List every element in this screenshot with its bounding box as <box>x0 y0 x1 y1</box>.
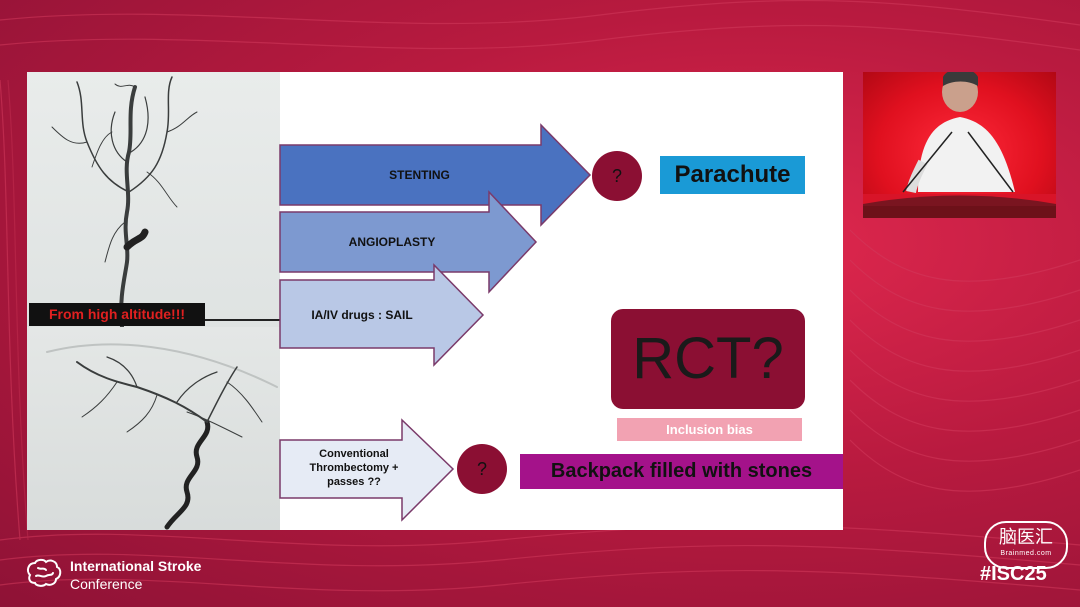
speaker-video <box>863 72 1056 218</box>
conference-subtitle: Conference <box>70 576 143 592</box>
watermark-subtitle: Brainmed.com <box>1000 550 1052 557</box>
watermark-title: 脑医汇 <box>999 527 1053 547</box>
angiogram-image-lateral <box>27 327 280 530</box>
arrow-angioplasty <box>279 190 538 294</box>
backpack-label: Backpack filled with stones <box>520 454 843 489</box>
arrow-thrombectomy <box>279 418 455 522</box>
treatment-arrows <box>279 123 592 522</box>
conference-name: International Stroke <box>70 558 202 574</box>
angiogram-image-frontal <box>27 72 280 329</box>
label-connector-line <box>205 319 280 321</box>
arrow-stenting <box>279 123 592 227</box>
arrow-label-sail: IA/IV drugs : SAIL <box>311 308 413 322</box>
conference-hashtag: #ISC25 <box>980 563 1047 585</box>
parachute-label: Parachute <box>660 156 805 194</box>
arrow-label-thrombectomy: Conventional Thrombectomy + passes ?? <box>309 448 399 488</box>
angiogram-label: From high altitude!!! <box>29 303 205 326</box>
inclusion-bias-label: Inclusion bias <box>617 418 802 441</box>
brain-logo-icon <box>26 558 62 587</box>
question-mark-circle-top: ? <box>592 151 642 201</box>
arrow-sail <box>279 263 485 367</box>
question-mark-circle-bottom: ? <box>457 444 507 494</box>
rct-box: RCT? <box>611 309 805 409</box>
arrow-label-stenting: STENTING <box>389 168 450 182</box>
arrow-label-angioplasty: ANGIOPLASTY <box>348 235 436 249</box>
presentation-slide: From high altitude!!! STENTING ANGIOPLAS… <box>27 72 843 530</box>
brainmed-watermark: 脑医汇 Brainmed.com <box>984 521 1068 569</box>
